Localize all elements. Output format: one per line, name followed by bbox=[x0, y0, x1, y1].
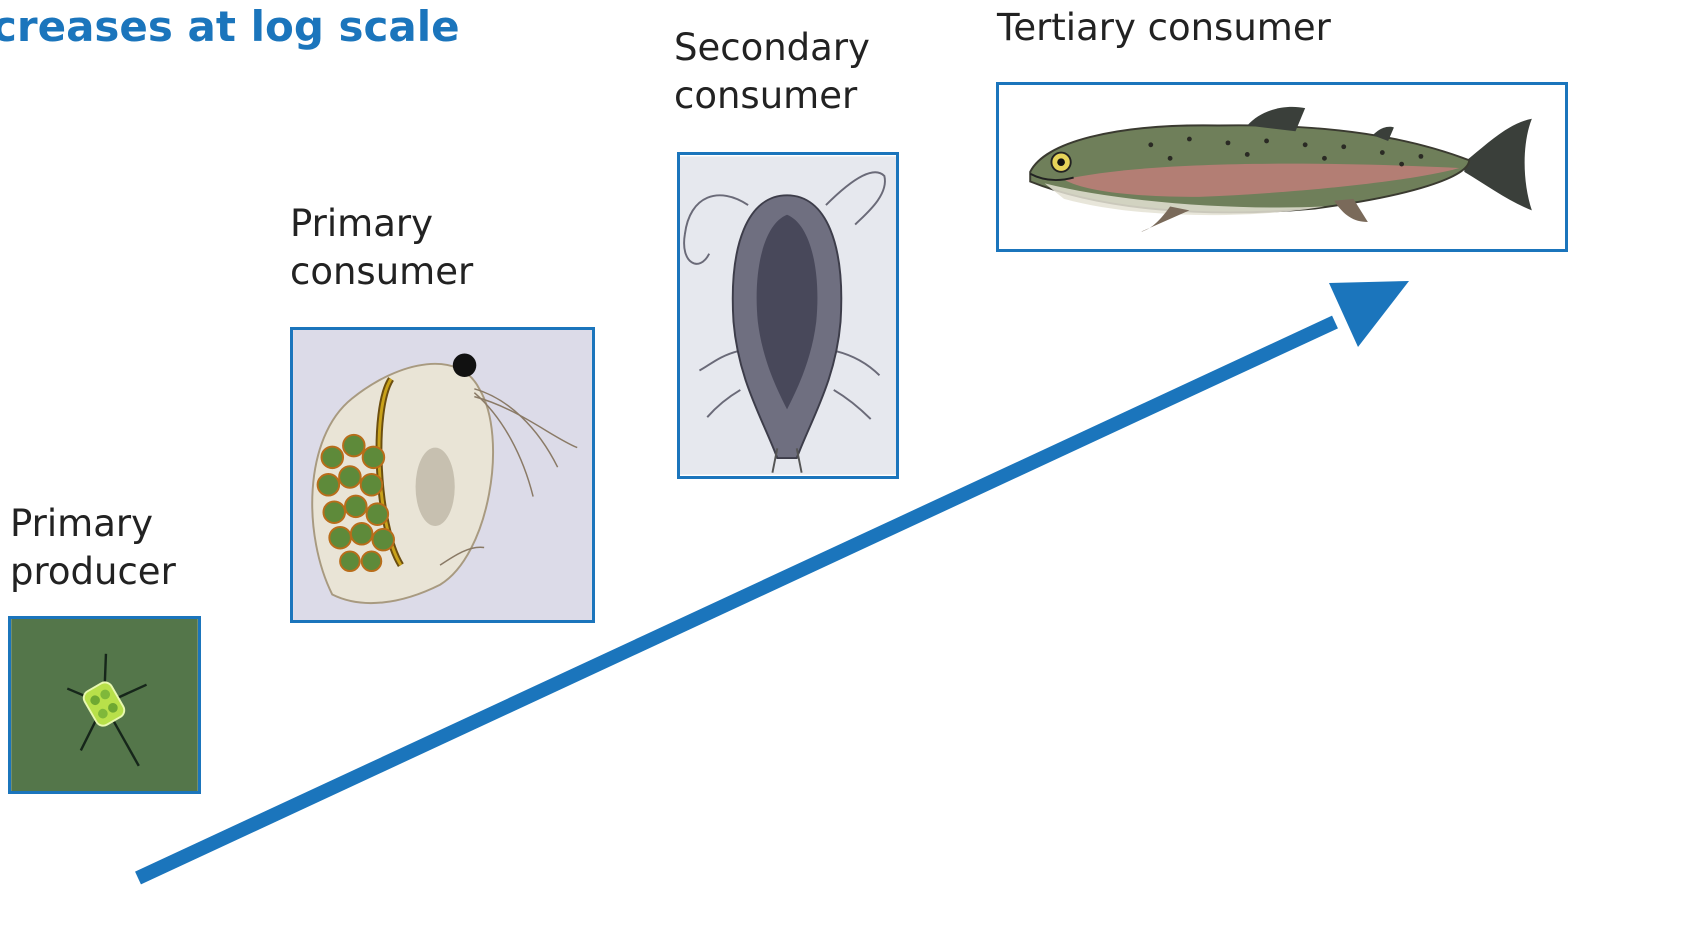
arrow-head bbox=[1329, 281, 1409, 347]
arrow-shaft bbox=[138, 322, 1335, 878]
